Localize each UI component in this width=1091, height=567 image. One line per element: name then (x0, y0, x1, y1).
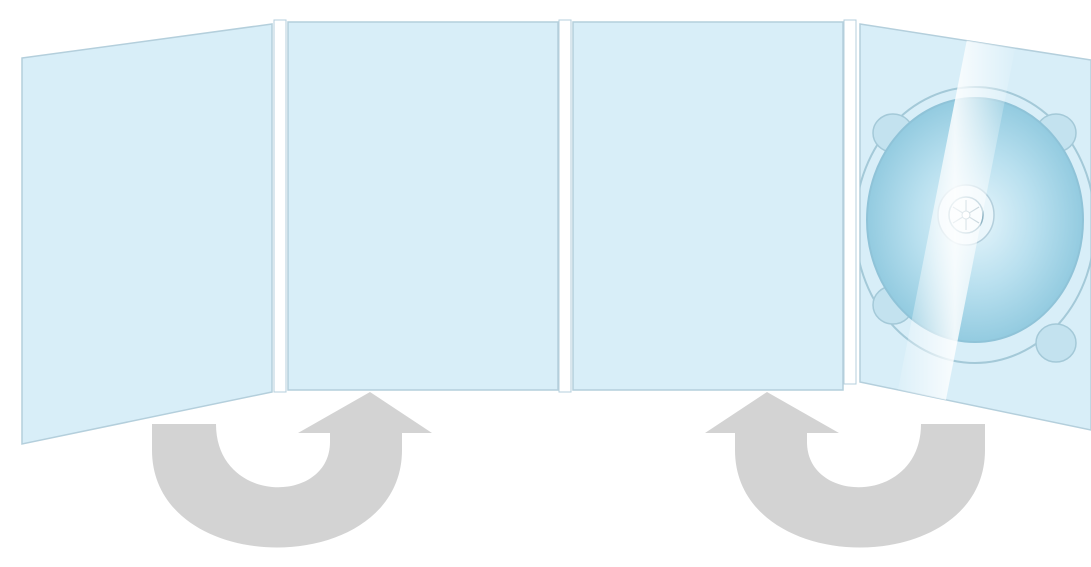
panel-inner-left (287, 21, 559, 391)
fold-arrow-icon (705, 392, 985, 548)
tray-glare (890, 24, 1020, 430)
spine-2 (558, 19, 572, 393)
fold-arrow-icon (152, 392, 432, 548)
spine-3 (843, 19, 857, 385)
spine-1 (273, 19, 287, 393)
arrow-right (705, 392, 985, 548)
panel-inner-right (572, 21, 844, 391)
tray-tab (1035, 323, 1077, 363)
arrow-left (152, 392, 432, 548)
panel-left-flap (21, 23, 273, 445)
